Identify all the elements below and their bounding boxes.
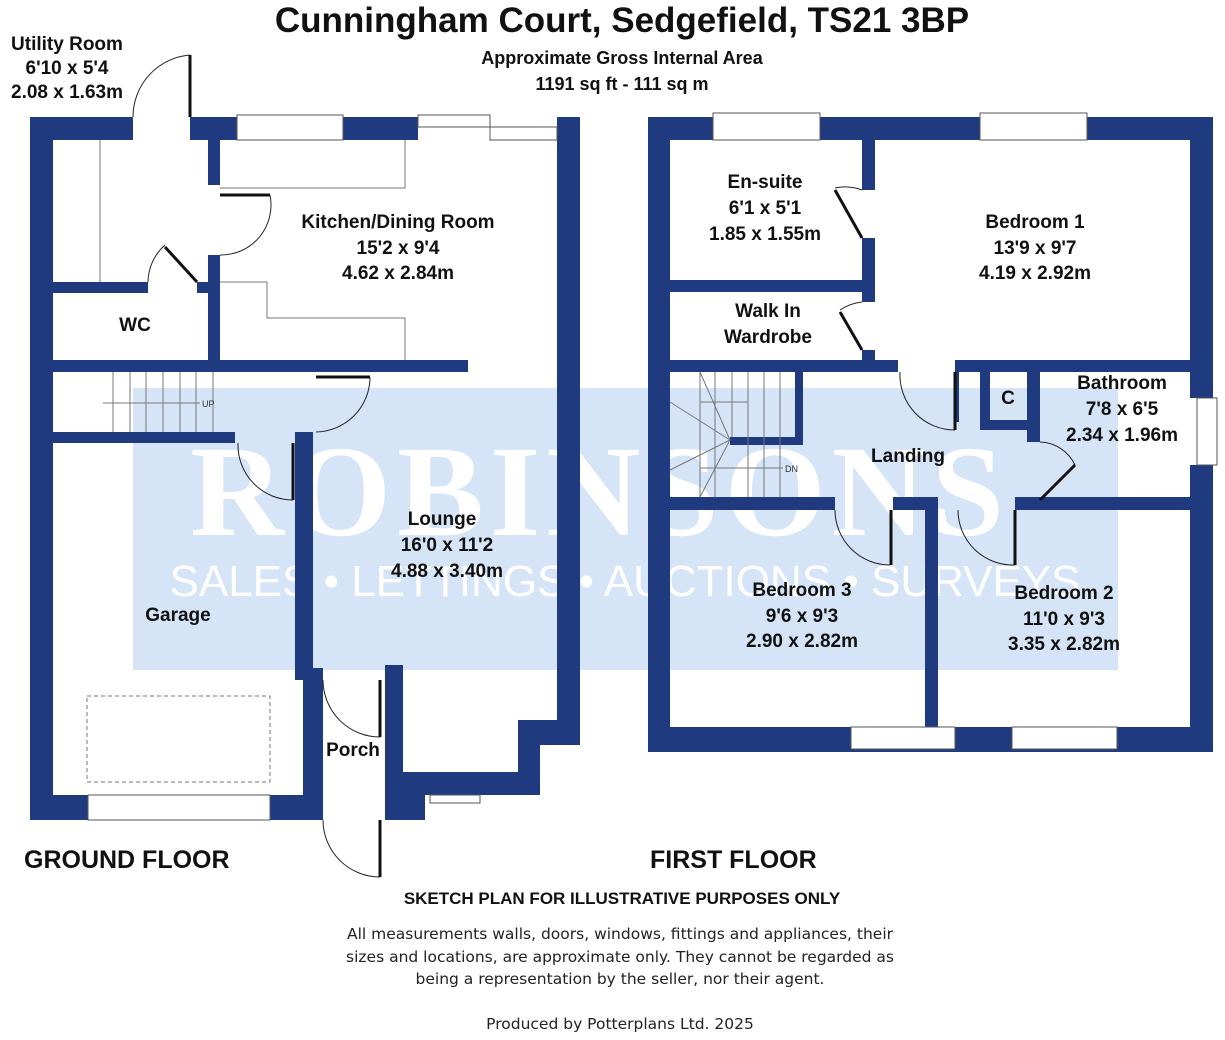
ground-floor-label: GROUND FLOOR [24, 846, 230, 874]
first-floor-doors [833, 186, 1077, 566]
svg-text:15'2 x 9'4: 15'2 x 9'4 [357, 238, 440, 259]
room-kitchen-dining: Kitchen/Dining Room 15'2 x 9'4 4.62 x 2.… [301, 212, 494, 284]
credit: Produced by Potterplans Ltd. 2025 [486, 1015, 754, 1033]
svg-text:Bedroom 3: Bedroom 3 [752, 580, 851, 601]
room-utility: Utility Room 6'10 x 5'4 2.08 x 1.63m [11, 34, 123, 103]
plan-title: Cunningham Court, Sedgefield, TS21 3BP [275, 1, 969, 40]
watermark: ROBINSONS SALES • LETTINGS • AUCTIONS • … [133, 388, 1118, 670]
room-landing: Landing [871, 446, 945, 467]
first-floor-windows [712, 112, 1218, 750]
svg-text:En-suite: En-suite [728, 172, 803, 193]
svg-text:4.88 x 3.40m: 4.88 x 3.40m [391, 561, 503, 582]
svg-text:2.08 x 1.63m: 2.08 x 1.63m [11, 82, 123, 103]
room-bedroom-1: Bedroom 1 13'9 x 9'7 4.19 x 2.92m [979, 212, 1091, 284]
svg-text:16'0 x 11'2: 16'0 x 11'2 [401, 535, 494, 556]
svg-text:9'6 x 9'3: 9'6 x 9'3 [766, 606, 838, 627]
svg-text:3.35 x 2.82m: 3.35 x 2.82m [1008, 634, 1120, 655]
disclaimer-line: being a representation by the seller, no… [416, 970, 825, 988]
room-lounge: Lounge 16'0 x 11'2 4.88 x 3.40m [391, 509, 503, 582]
disclaimer-line: sizes and locations, are approximate onl… [346, 948, 894, 966]
room-bedroom-3: Bedroom 3 9'6 x 9'3 2.90 x 2.82m [746, 580, 858, 652]
svg-text:Bedroom 2: Bedroom 2 [1014, 583, 1113, 604]
svg-text:Utility Room: Utility Room [11, 34, 123, 55]
svg-text:6'10 x 5'4: 6'10 x 5'4 [26, 58, 109, 79]
room-porch: Porch [326, 740, 380, 761]
disclaimer-line: All measurements walls, doors, windows, … [347, 925, 894, 943]
room-cupboard: C [1001, 388, 1015, 409]
first-floor-label: FIRST FLOOR [650, 846, 817, 874]
room-wc: WC [119, 315, 151, 336]
svg-text:6'1 x 5'1: 6'1 x 5'1 [729, 198, 802, 219]
svg-text:4.62 x 2.84m: 4.62 x 2.84m [342, 263, 454, 284]
svg-text:Wardrobe: Wardrobe [724, 327, 812, 348]
area-value: 1191 sq ft - 111 sq m [535, 74, 708, 94]
ground-floor-doors [132, 54, 382, 878]
room-bathroom: Bathroom 7'8 x 6'5 2.34 x 1.96m [1066, 373, 1178, 446]
ground-floor-walls [30, 117, 580, 820]
svg-text:7'8 x 6'5: 7'8 x 6'5 [1086, 399, 1159, 420]
stairs-up-label: UP [202, 399, 215, 409]
svg-text:2.34 x 1.96m: 2.34 x 1.96m [1066, 425, 1178, 446]
svg-text:1.85 x 1.55m: 1.85 x 1.55m [709, 224, 821, 245]
first-floor-stairs: DN [669, 371, 798, 498]
area-label: Approximate Gross Internal Area [481, 48, 763, 68]
room-bedroom-2: Bedroom 2 11'0 x 9'3 3.35 x 2.82m [1008, 583, 1120, 655]
disclaimer-title: SKETCH PLAN FOR ILLUSTRATIVE PURPOSES ON… [404, 889, 841, 908]
svg-text:Bedroom 1: Bedroom 1 [985, 212, 1085, 233]
room-garage: Garage [145, 605, 210, 626]
svg-text:2.90 x 2.82m: 2.90 x 2.82m [746, 631, 858, 652]
room-en-suite: En-suite 6'1 x 5'1 1.85 x 1.55m [709, 172, 821, 245]
ground-floor-windows [87, 114, 558, 821]
watermark-brand: ROBINSONS [190, 420, 1010, 564]
svg-text:Lounge: Lounge [408, 509, 477, 530]
stairs-down-label: DN [785, 464, 798, 474]
svg-text:Kitchen/Dining Room: Kitchen/Dining Room [301, 212, 494, 233]
svg-text:Walk In: Walk In [735, 301, 801, 322]
svg-text:4.19 x 2.92m: 4.19 x 2.92m [979, 263, 1091, 284]
svg-text:11'0 x 9'3: 11'0 x 9'3 [1023, 609, 1105, 630]
room-walk-in-wardrobe: Walk In Wardrobe [724, 301, 812, 348]
svg-text:13'9 x 9'7: 13'9 x 9'7 [994, 238, 1077, 259]
ground-floor-fittings: UP [86, 140, 406, 783]
svg-text:Bathroom: Bathroom [1077, 373, 1167, 394]
